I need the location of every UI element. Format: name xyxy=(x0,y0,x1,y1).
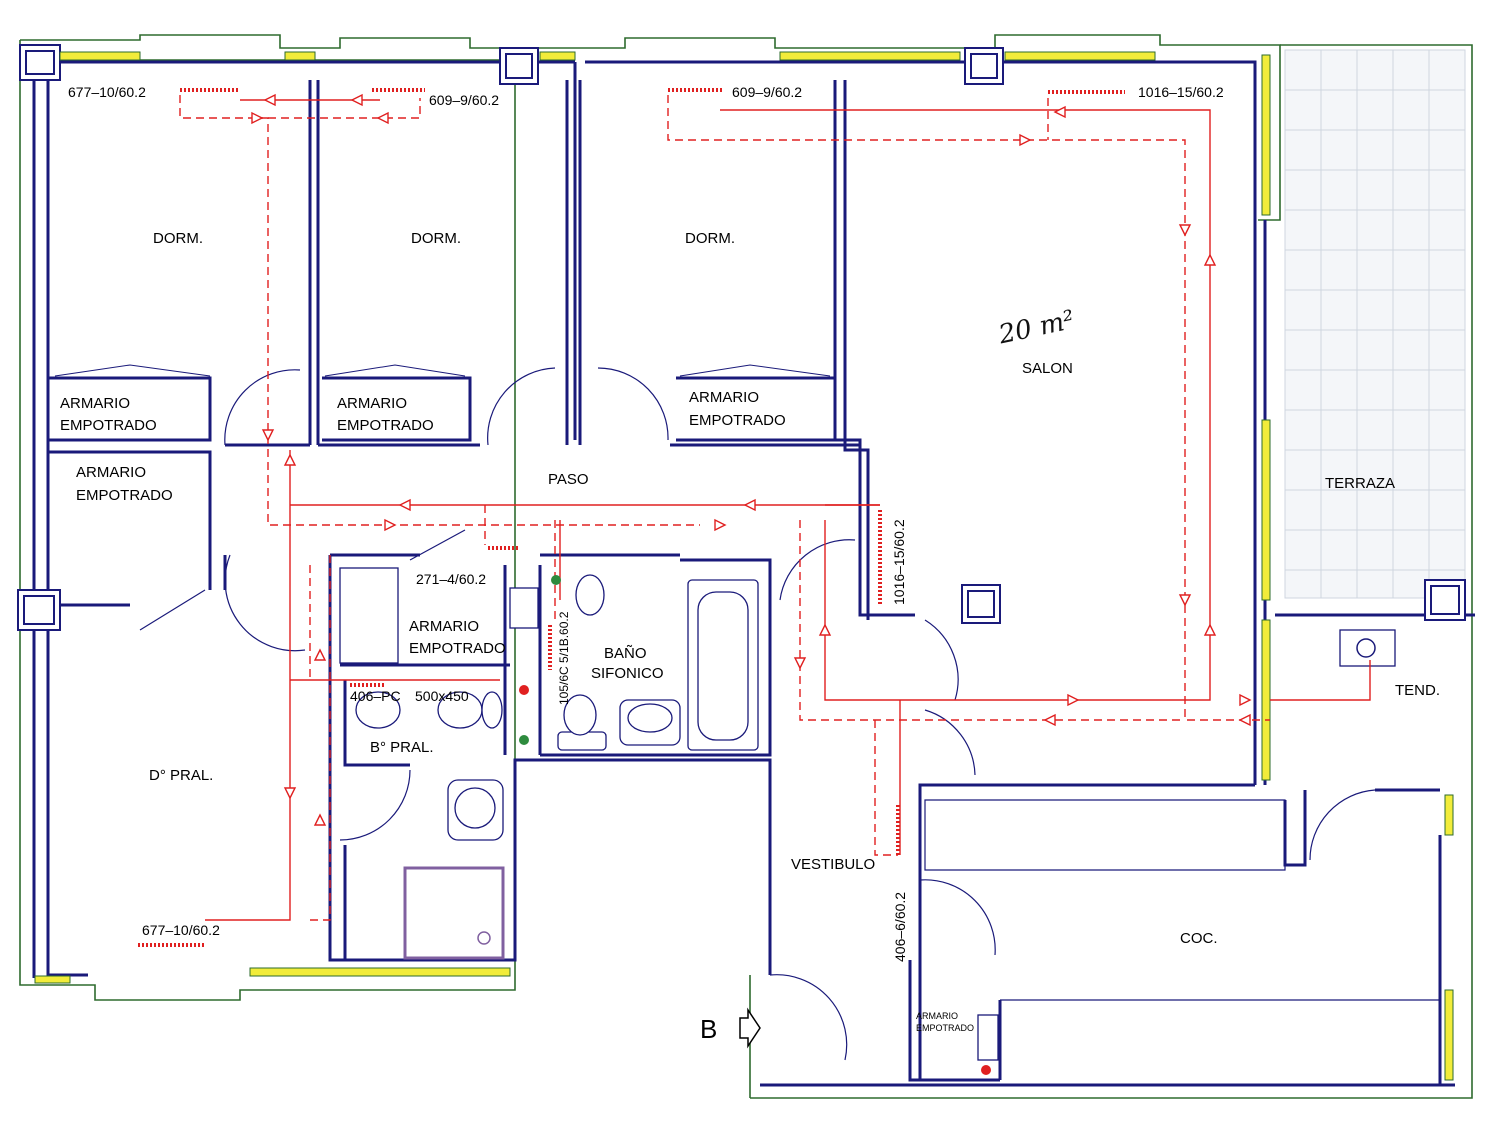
radiators xyxy=(138,88,1125,947)
structural-columns xyxy=(17,44,1466,631)
label-armario-2a: ARMARIO xyxy=(337,395,407,412)
radiator-label-bano: 105/6C 5/1B.60.2 xyxy=(557,611,571,705)
label-bano-1: BAÑO xyxy=(604,645,647,662)
salon-area-note: 20 m² xyxy=(995,305,1077,350)
radiator-label-dorm-1: 677–10/60.2 xyxy=(68,84,146,100)
radiator-label-salon: 1016–15/60.2 xyxy=(1138,84,1224,100)
label-vestibulo: VESTIBULO xyxy=(791,856,875,873)
bathroom-fixtures xyxy=(339,567,1396,1061)
label-coc: COC. xyxy=(1180,930,1218,947)
radiator-label-dorm-3: 609–9/60.2 xyxy=(732,84,802,100)
outer-walls xyxy=(19,34,1473,1099)
label-bpral: B° PRAL. xyxy=(370,739,434,756)
interior-walls xyxy=(32,60,1475,1087)
label-bano-2: SIFONICO xyxy=(591,665,664,682)
label-dpral: D° PRAL. xyxy=(149,767,213,784)
label-armario-1b: EMPOTRADO xyxy=(60,417,157,434)
radiator-labels: 677–10/60.2 609–9/60.2 609–9/60.2 1016–1… xyxy=(68,84,1224,962)
wardrobe-doors xyxy=(54,364,831,377)
label-dorm-1: DORM. xyxy=(153,230,203,247)
radiator-label-dorm-2: 609–9/60.2 xyxy=(429,92,499,108)
doors xyxy=(139,367,1376,1061)
label-tend: TEND. xyxy=(1395,682,1440,699)
label-salon: SALON xyxy=(1022,360,1073,377)
label-dorm-2: DORM. xyxy=(411,230,461,247)
small-markers xyxy=(519,575,991,1075)
label-paso: PASO xyxy=(548,471,589,488)
label-armario-5b: EMPOTRADO xyxy=(409,640,506,657)
label-armario-3a: ARMARIO xyxy=(689,389,759,406)
radiator-label-armario: 271–4/60.2 xyxy=(416,571,486,587)
radiator-label-bpral-b: 500x450 xyxy=(415,688,469,704)
radiator-label-bpral-a: 406–PC xyxy=(350,688,401,704)
label-armario-3b: EMPOTRADO xyxy=(689,412,786,429)
label-armario-2b: EMPOTRADO xyxy=(337,417,434,434)
terrace-tiles xyxy=(1284,49,1466,599)
label-armario-5a: ARMARIO xyxy=(409,618,479,635)
label-armario-6b: EMPOTRADO xyxy=(916,1023,974,1033)
label-armario-4a: ARMARIO xyxy=(76,464,146,481)
radiator-label-vestibulo: 406–6/60.2 xyxy=(892,892,908,962)
radiator-label-paso: 1016–15/60.2 xyxy=(891,519,907,605)
radiator-label-dpral: 677–10/60.2 xyxy=(142,922,220,938)
entrance-arrow-icon xyxy=(739,1007,761,1049)
label-armario-1a: ARMARIO xyxy=(60,395,130,412)
label-entrance: B xyxy=(700,1014,717,1044)
label-armario-4b: EMPOTRADO xyxy=(76,487,173,504)
flow-arrows xyxy=(251,93,1252,826)
label-armario-6a: ARMARIO xyxy=(916,1011,958,1021)
label-terraza: TERRAZA xyxy=(1325,475,1395,492)
windows xyxy=(34,51,1454,1081)
heating-pipes xyxy=(179,95,1371,921)
label-dorm-3: DORM. xyxy=(685,230,735,247)
